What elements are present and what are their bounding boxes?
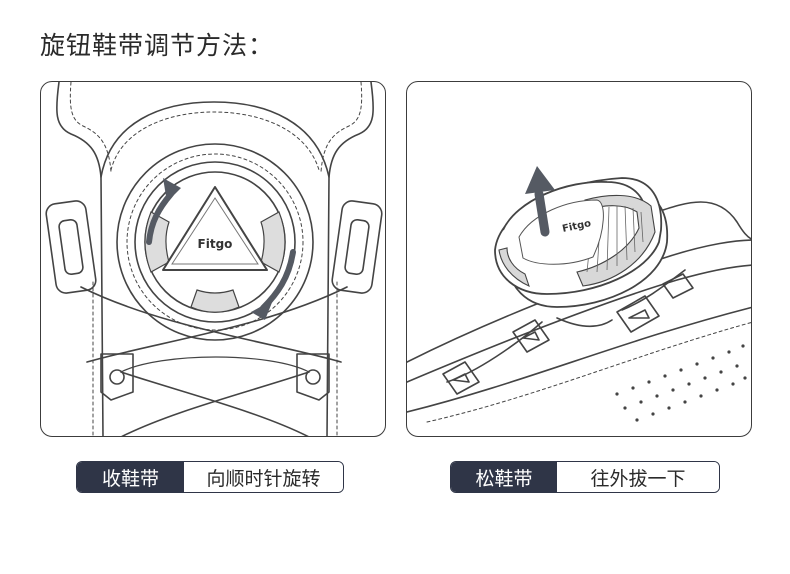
tighten-action-tag: 收鞋带 bbox=[77, 462, 184, 492]
loosen-label: 松鞋带 往外拔一下 bbox=[450, 461, 720, 493]
shoe-top-view-drawing: Fitgo bbox=[45, 82, 383, 436]
loosen-instruction-tag: 往外拔一下 bbox=[557, 462, 719, 492]
page-title: 旋钮鞋带调节方法： bbox=[40, 31, 275, 60]
tighten-instruction-tag: 向顺时针旋转 bbox=[184, 462, 343, 492]
shoe-side-view-drawing: Fitgo bbox=[407, 166, 751, 423]
tighten-label: 收鞋带 向顺时针旋转 bbox=[76, 461, 344, 493]
loosen-action-tag: 松鞋带 bbox=[451, 462, 557, 492]
brand-logo: Fitgo bbox=[198, 237, 233, 251]
tighten-illustration-panel: Fitgo bbox=[40, 81, 386, 437]
loosen-illustration-panel: Fitgo bbox=[406, 81, 752, 437]
